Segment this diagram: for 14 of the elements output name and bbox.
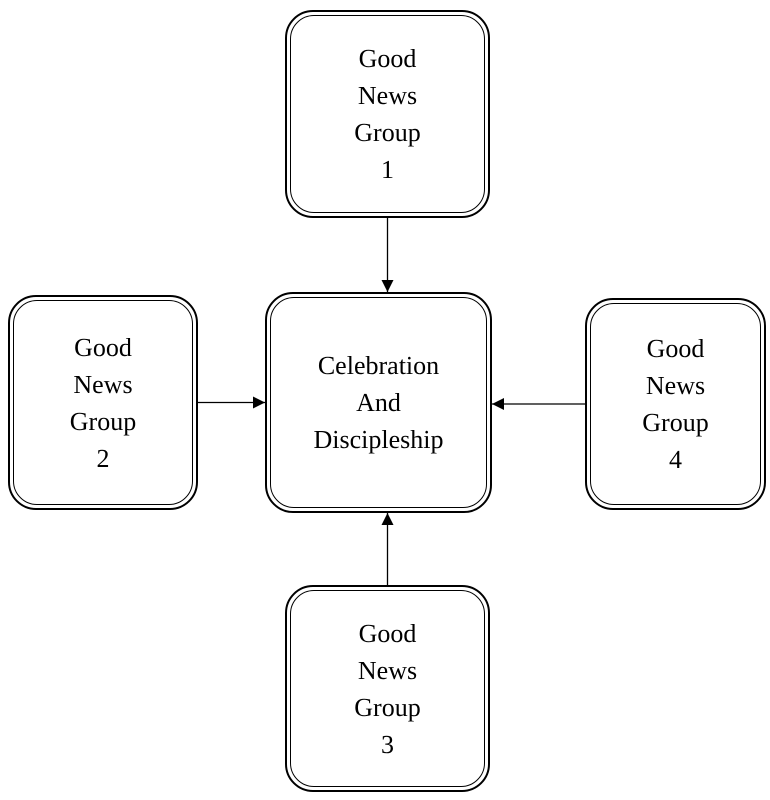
rounded-box [265, 292, 492, 513]
rounded-box [285, 585, 490, 792]
box-label: Good News Group 1 [354, 43, 421, 186]
arrow [198, 396, 265, 408]
rounded-box [8, 295, 198, 510]
box-label: Celebration And Discipleship [314, 350, 444, 456]
arrow [382, 513, 394, 585]
arrow [382, 218, 394, 292]
rounded-box [585, 298, 766, 510]
box-label: Good News Group 4 [642, 333, 709, 476]
rounded-box [285, 10, 490, 218]
box-label: Good News Group 3 [354, 618, 421, 760]
box-label: Good News Group 2 [70, 332, 136, 474]
arrow [492, 398, 585, 410]
